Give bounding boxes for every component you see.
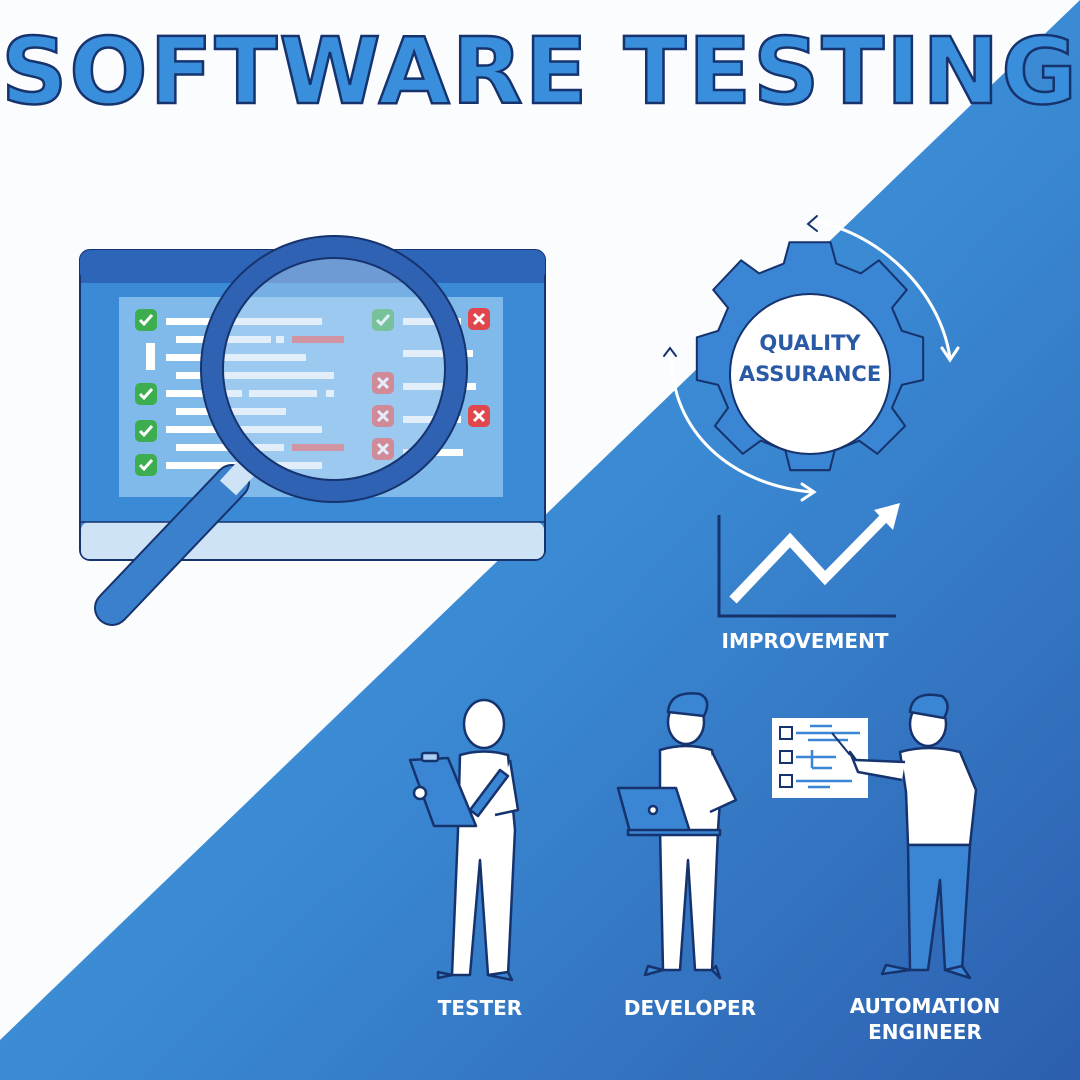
page-title: SOFTWARE TESTING bbox=[0, 17, 1079, 127]
qa-label-line2: ASSURANCE bbox=[738, 362, 882, 386]
role-label-line2: ENGINEER bbox=[868, 1020, 982, 1044]
cycle-arrows-icon bbox=[663, 215, 960, 502]
improvement-label: IMPROVEMENT bbox=[721, 629, 889, 653]
qa-label: QUALITY ASSURANCE bbox=[710, 328, 910, 390]
role-label-developer: DEVELOPER bbox=[623, 996, 757, 1020]
qa-label-line1: QUALITY bbox=[759, 331, 861, 355]
magnifying-glass-icon bbox=[94, 235, 468, 626]
role-label-line1: AUTOMATION bbox=[849, 994, 1001, 1018]
developer-figure bbox=[616, 692, 738, 980]
pass-check-icons bbox=[135, 309, 394, 476]
tester-figure bbox=[408, 698, 520, 982]
role-label-tester: TESTER bbox=[437, 996, 523, 1020]
role-label-automation-engineer: AUTOMATION ENGINEER bbox=[830, 993, 1020, 1045]
automation-engineer-figure bbox=[772, 693, 978, 980]
fail-x-icons bbox=[372, 308, 490, 460]
gear-icon bbox=[695, 241, 925, 472]
